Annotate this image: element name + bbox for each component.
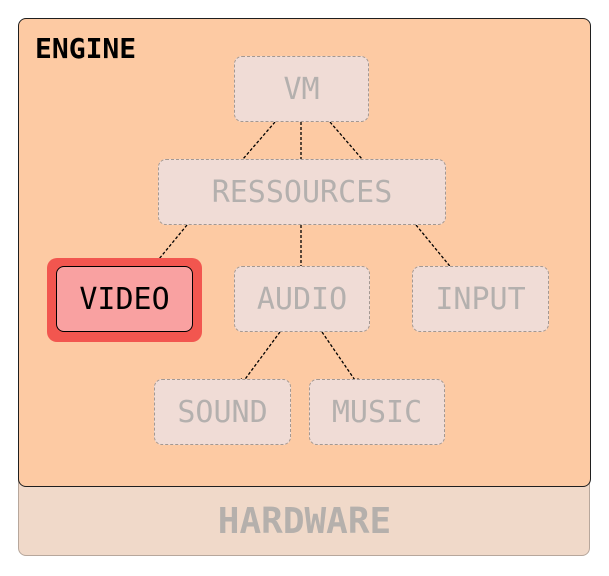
- edge-audio-music: [321, 331, 360, 387]
- node-music: MUSIC: [309, 379, 445, 445]
- engine-title: ENGINE: [35, 32, 137, 65]
- hardware-label: HARDWARE: [217, 501, 392, 542]
- node-vm: VM: [234, 56, 369, 122]
- edge-vm-ressources-right: [329, 121, 363, 160]
- node-audio: AUDIO: [234, 266, 370, 332]
- node-video: VIDEO: [56, 266, 193, 332]
- node-input: INPUT: [412, 266, 549, 332]
- node-sound: SOUND: [154, 379, 291, 445]
- edge-vm-ressources-left: [242, 121, 276, 160]
- node-ressources: RESSOURCES: [158, 159, 446, 225]
- edge-audio-sound: [239, 331, 281, 387]
